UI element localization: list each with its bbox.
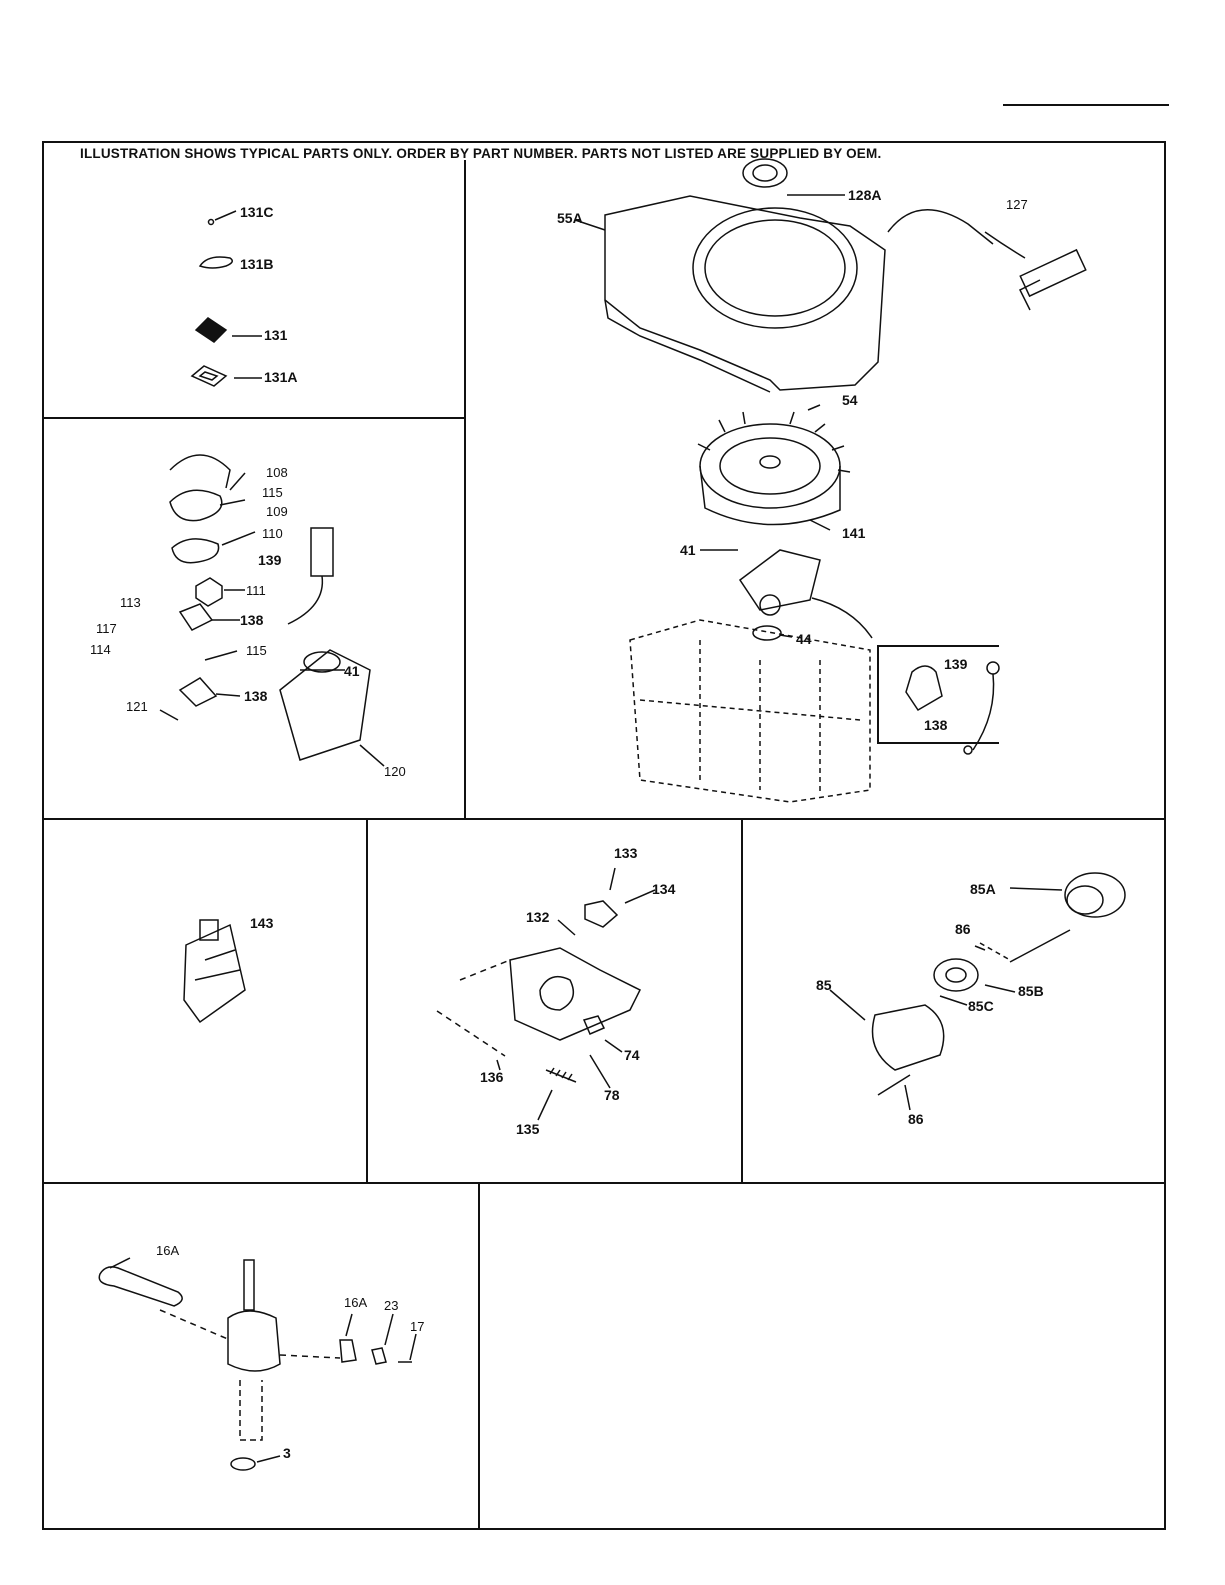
label-85: 85 [816,978,832,992]
label-41-ignition: 41 [344,664,360,678]
label-138-top: 138 [240,613,263,627]
label-131c: 131C [240,205,273,219]
label-115-bottom: 115 [246,644,267,657]
label-17: 17 [410,1320,424,1333]
label-128a: 128A [848,188,881,202]
label-141: 141 [842,526,865,540]
label-85b: 85B [1018,984,1044,998]
divider-governor-muffler [741,818,743,1182]
label-108: 108 [266,466,288,479]
divider-carb-governor [366,818,368,1182]
label-16a-left: 16A [156,1244,179,1257]
header-rule [1003,104,1169,106]
label-109: 109 [266,505,288,518]
diagram-frame [42,141,1166,1530]
divider-gaskets-ignition [42,417,466,419]
label-135: 135 [516,1122,539,1136]
label-16a-right: 16A [344,1296,367,1309]
label-113: 113 [120,596,141,609]
label-44: 44 [796,632,812,646]
label-131: 131 [264,328,287,342]
divider-row-2 [42,1182,1166,1184]
label-138-bottom: 138 [244,689,267,703]
label-117: 117 [96,622,117,635]
label-134: 134 [652,882,675,896]
label-3: 3 [283,1446,291,1460]
divider-vertical-top [464,160,466,818]
label-114: 114 [90,643,111,656]
label-139: 139 [258,553,281,567]
label-143: 143 [250,916,273,930]
label-78: 78 [604,1088,620,1102]
label-139-inset: 139 [944,657,967,671]
label-41: 41 [680,543,696,557]
label-86-bottom: 86 [908,1112,924,1126]
label-74: 74 [624,1048,640,1062]
label-111: 111 [246,584,266,597]
label-54: 54 [842,393,858,407]
label-131b: 131B [240,257,273,271]
divider-row-1 [42,818,1166,820]
label-85c: 85C [968,999,994,1013]
inset-box-bottom [877,742,999,744]
inset-box-top [877,645,999,647]
inset-box-left [877,645,879,742]
label-133: 133 [614,846,637,860]
label-136: 136 [480,1070,503,1084]
label-138-inset: 138 [924,718,947,732]
label-120: 120 [384,765,406,778]
label-23: 23 [384,1299,398,1312]
label-131a: 131A [264,370,297,384]
label-132: 132 [526,910,549,924]
label-127: 127 [1006,198,1028,211]
label-115-top: 115 [262,486,283,499]
label-110: 110 [262,527,283,540]
label-85a: 85A [970,882,996,896]
label-55a: 55A [557,211,583,225]
header-notice: ILLUSTRATION SHOWS TYPICAL PARTS ONLY. O… [80,146,881,161]
label-86-top: 86 [955,922,971,936]
divider-crank-empty [478,1182,480,1530]
label-121: 121 [126,700,148,713]
